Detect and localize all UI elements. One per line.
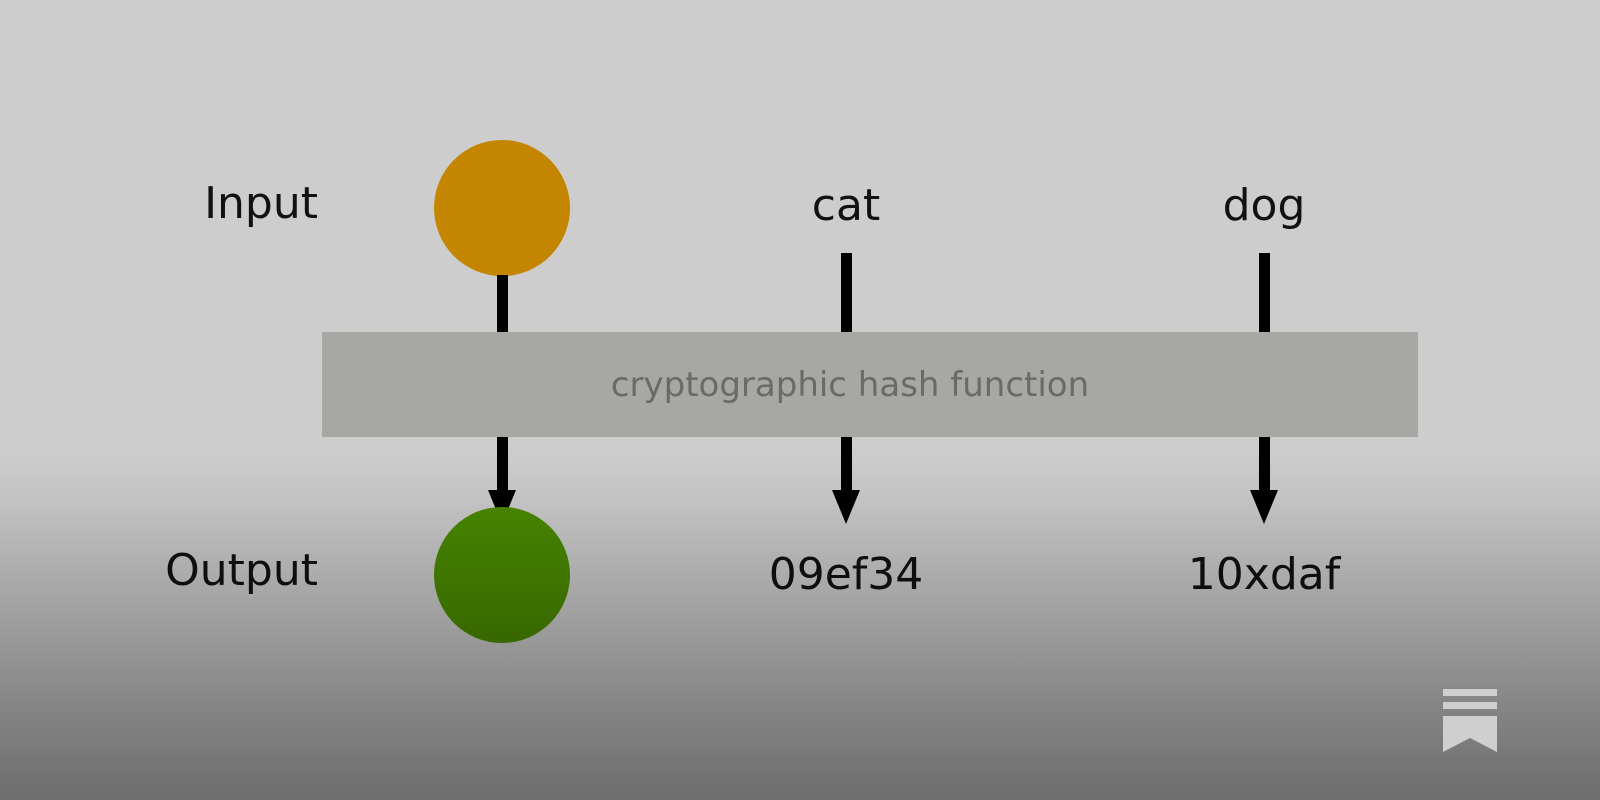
arrow-down-icon bbox=[1250, 490, 1278, 524]
output-circle bbox=[434, 507, 570, 643]
input-dog-label: dog bbox=[1222, 180, 1306, 231]
input-dog-line bbox=[1259, 253, 1270, 332]
input-cat-label: cat bbox=[811, 180, 881, 231]
bookmark-icon bbox=[1443, 689, 1497, 752]
output-cat-hash: 09ef34 bbox=[768, 549, 924, 600]
output-dog-hash: 10xdaf bbox=[1187, 549, 1341, 600]
hash-function-box: cryptographic hash function bbox=[322, 332, 1418, 437]
output-row-label: Output bbox=[165, 545, 318, 596]
output-dog-arrow-line bbox=[1259, 437, 1270, 495]
hash-function-label: cryptographic hash function bbox=[610, 364, 1090, 405]
arrow-down-icon bbox=[832, 490, 860, 524]
input-row-label: Input bbox=[204, 178, 318, 229]
input-circle-connector bbox=[497, 275, 508, 332]
output-cat-arrow-line bbox=[841, 437, 852, 495]
input-circle bbox=[434, 140, 570, 276]
output-circle-arrow-line bbox=[497, 437, 508, 495]
input-cat-line bbox=[841, 253, 852, 332]
